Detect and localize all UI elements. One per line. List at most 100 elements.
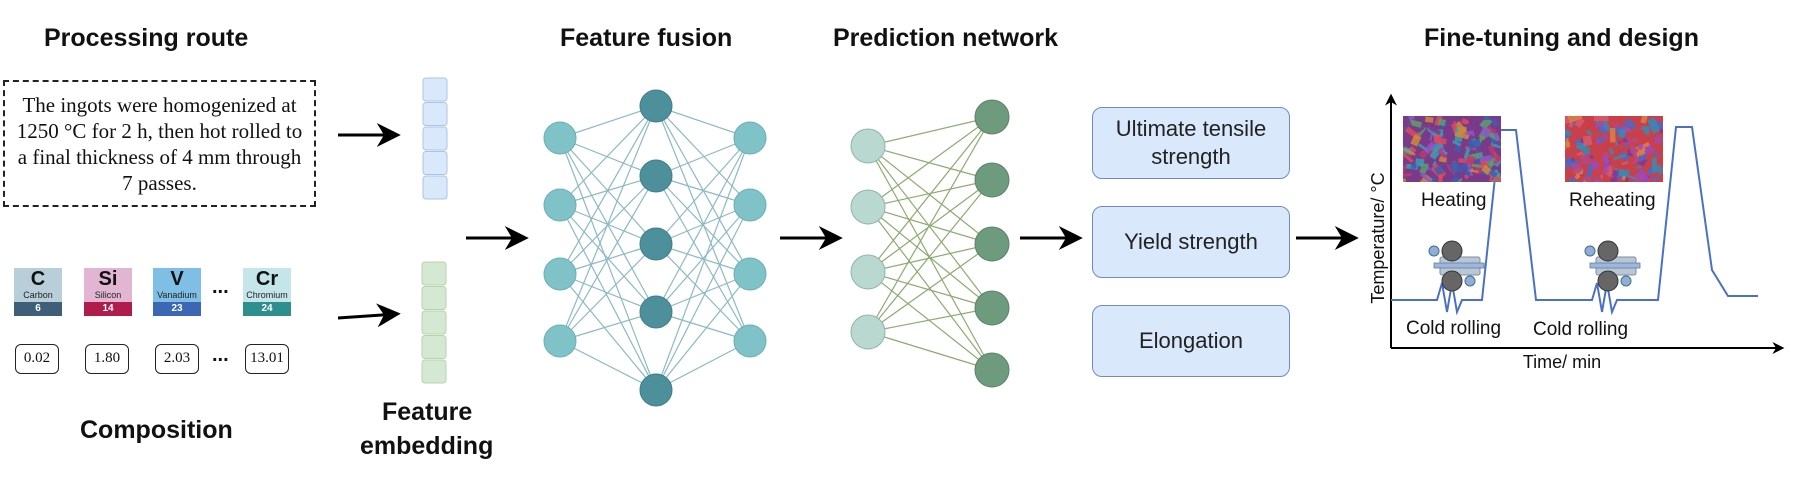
network-node [733, 188, 767, 222]
micro-grain [1599, 120, 1612, 134]
embedding-stack-text [422, 77, 448, 200]
micro-grain [1613, 153, 1627, 161]
micro-grain [1467, 163, 1474, 177]
micro-grain [1432, 177, 1437, 182]
mill-strip [1589, 262, 1641, 269]
micro-grain [1609, 175, 1619, 182]
micro-grain [1623, 131, 1634, 141]
title-fine-tuning: Fine-tuning and design [1424, 24, 1699, 52]
micro-grain [1452, 140, 1462, 147]
label-reheating: Reheating [1569, 190, 1656, 211]
element-name: Silicon [94, 290, 122, 300]
mill-gear [1584, 245, 1596, 257]
output-ultimate-tensile-strength: Ultimate tensile strength [1092, 107, 1290, 179]
network-edge [655, 273, 751, 391]
micro-grain [1456, 177, 1463, 182]
network-edge [655, 204, 751, 391]
micro-grain [1602, 168, 1610, 176]
element-name: Vanadium [157, 290, 197, 300]
mill-roll [1597, 240, 1619, 262]
network-edge [655, 137, 751, 177]
title-feature-embedding-line1: Feature [382, 398, 473, 426]
micro-grain [1602, 159, 1611, 174]
element-tile-silicon: Si Silicon 14 [84, 268, 132, 316]
micro-grain [1442, 140, 1454, 155]
prediction-network-nodes [850, 99, 1010, 388]
network-edge [655, 137, 751, 313]
micro-grain [1585, 129, 1593, 136]
composition-value-vanadium: 2.03 [155, 344, 199, 374]
embedding-cell [421, 335, 447, 359]
micro-grain [1445, 117, 1455, 126]
network-edge [559, 105, 657, 206]
composition-value-chromium: 13.01 [245, 344, 289, 374]
micro-grain [1432, 160, 1437, 167]
title-processing-route: Processing route [44, 24, 249, 52]
label-cold-rolling-2: Cold rolling [1533, 319, 1629, 340]
micro-grain [1613, 147, 1623, 157]
micro-grain [1633, 137, 1639, 143]
micro-grain [1565, 157, 1573, 165]
micro-grain [1621, 161, 1629, 166]
chart-y-label: Temperature/ °C [1368, 172, 1388, 303]
micro-grain [1464, 170, 1472, 178]
network-node [639, 295, 673, 329]
micro-grain [1617, 128, 1627, 139]
micro-grain [1492, 158, 1500, 165]
micro-grain [1437, 174, 1444, 182]
micro-grain [1597, 129, 1603, 134]
mill-gear [1464, 275, 1476, 287]
network-edge [655, 340, 751, 391]
network-edge [867, 116, 993, 208]
micro-grain [1653, 151, 1659, 157]
composition-value-silicon: 1.80 [85, 344, 129, 374]
element-name: Chromium [246, 290, 288, 300]
network-edge [867, 116, 993, 147]
network-node [850, 128, 886, 164]
micro-grain [1410, 134, 1422, 147]
micro-grain [1461, 162, 1471, 172]
embedding-stack-composition [421, 261, 447, 384]
micro-grain [1647, 117, 1661, 134]
value-ellipsis: ... [212, 344, 229, 366]
micro-grain [1438, 156, 1448, 163]
micro-grain [1565, 145, 1567, 151]
title-feature-fusion: Feature fusion [560, 24, 733, 52]
micro-grain [1437, 148, 1447, 159]
micro-grain [1622, 172, 1636, 180]
output-label: Ultimate tensile strength [1115, 116, 1267, 169]
element-ellipsis: ... [212, 276, 229, 298]
embedding-cell [422, 151, 448, 175]
micro-grain [1408, 116, 1415, 120]
mill-roll [1441, 240, 1463, 262]
micro-grain [1429, 149, 1440, 160]
micro-grain [1640, 116, 1648, 124]
network-edge [867, 243, 993, 273]
micro-grain [1609, 127, 1616, 143]
network-edge [867, 331, 993, 371]
micro-grain [1430, 140, 1444, 154]
element-symbol: Si [98, 268, 118, 290]
micro-grain [1493, 175, 1501, 182]
micro-grain [1589, 177, 1602, 182]
network-node [639, 373, 673, 407]
embedding-cell [421, 286, 447, 310]
element-symbol: Cr [255, 268, 279, 290]
micro-grain [1496, 155, 1501, 163]
micro-grain [1455, 171, 1462, 178]
micro-grain [1612, 169, 1619, 177]
micro-grain [1407, 119, 1423, 128]
micro-grain [1418, 150, 1428, 159]
microstructure-image-reheating [1565, 116, 1663, 182]
micro-grain [1617, 134, 1626, 148]
micro-grain [1567, 116, 1583, 124]
micro-grain [1403, 173, 1412, 177]
micro-grain [1487, 145, 1496, 155]
network-node [974, 352, 1010, 388]
processing-route-text: The ingots were homogenized at 1250 °C f… [16, 92, 303, 195]
micro-grain [1586, 164, 1593, 178]
network-edge [867, 179, 993, 333]
network-edge [559, 105, 657, 275]
micro-grain [1636, 165, 1643, 170]
